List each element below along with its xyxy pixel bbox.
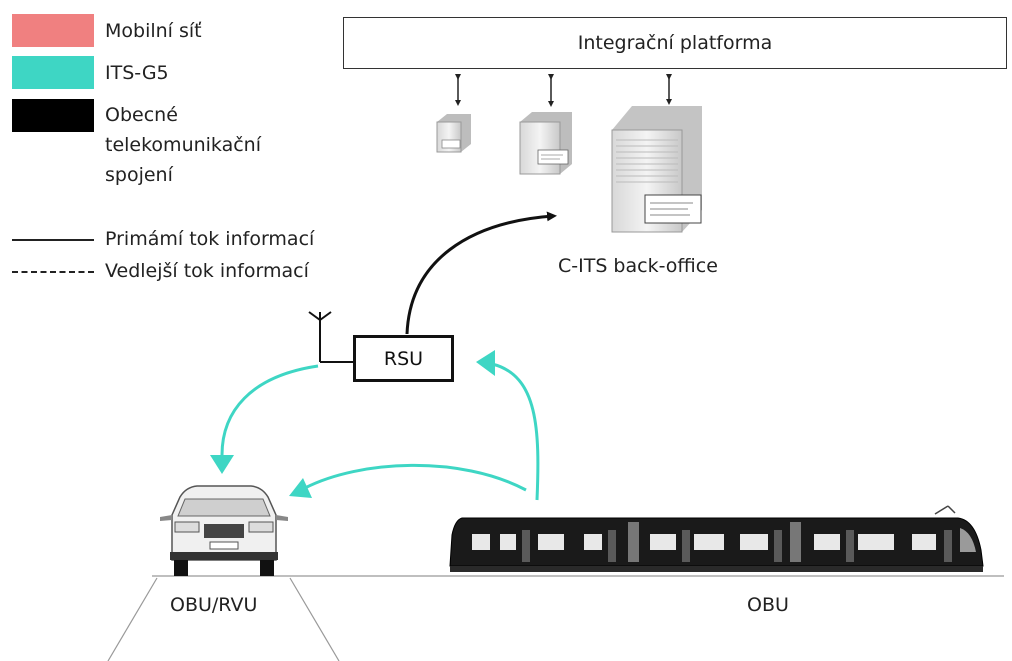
its-g5-arrowheads (210, 350, 495, 498)
integration-platform-box: Integrační platforma (343, 17, 1007, 69)
its-flow-tram-to-rsu (491, 362, 540, 501)
rsu-box: RSU (353, 335, 454, 382)
antenna-icon (308, 311, 353, 363)
server-small-icon (436, 114, 471, 153)
its-arrowhead-car-side (289, 478, 312, 498)
car-label: OBU/RVU (170, 594, 258, 616)
tram-icon (449, 505, 984, 572)
legend-swatch-mobile (12, 14, 94, 47)
rsu-label: RSU (383, 347, 424, 370)
integration-platform-label: Integrační platforma (577, 32, 773, 54)
car-icon (160, 485, 288, 576)
legend-label-mobile: Mobilní síť (105, 20, 202, 42)
server-medium-icon (519, 112, 572, 175)
its-arrowhead-rsu (476, 350, 495, 376)
legend-label-primary: Primámí tok informací (105, 228, 315, 250)
backoffice-server-icon (611, 106, 702, 233)
legend-label-general: Obecné telekomunikační spojení (105, 104, 262, 186)
legend-swatch-general (12, 99, 94, 132)
its-flow-rsu-to-car (220, 364, 319, 456)
its-arrowhead-car-top (210, 455, 234, 474)
its-flow-tram-to-car (304, 463, 527, 492)
legend-label-its: ITS-G5 (105, 62, 169, 84)
legend-label-secondary: Vedlejší tok informací (105, 260, 309, 282)
primary-flow-arrow (405, 211, 557, 335)
tram-label: OBU (747, 594, 789, 616)
legend-line-primary (12, 239, 94, 241)
legend-swatch-its (12, 56, 94, 89)
its-g5-flows (220, 362, 540, 501)
backoffice-label: C-ITS back-office (558, 255, 718, 277)
legend-line-secondary (12, 271, 94, 273)
server-connectors (455, 74, 672, 107)
road-lines (107, 575, 1004, 661)
